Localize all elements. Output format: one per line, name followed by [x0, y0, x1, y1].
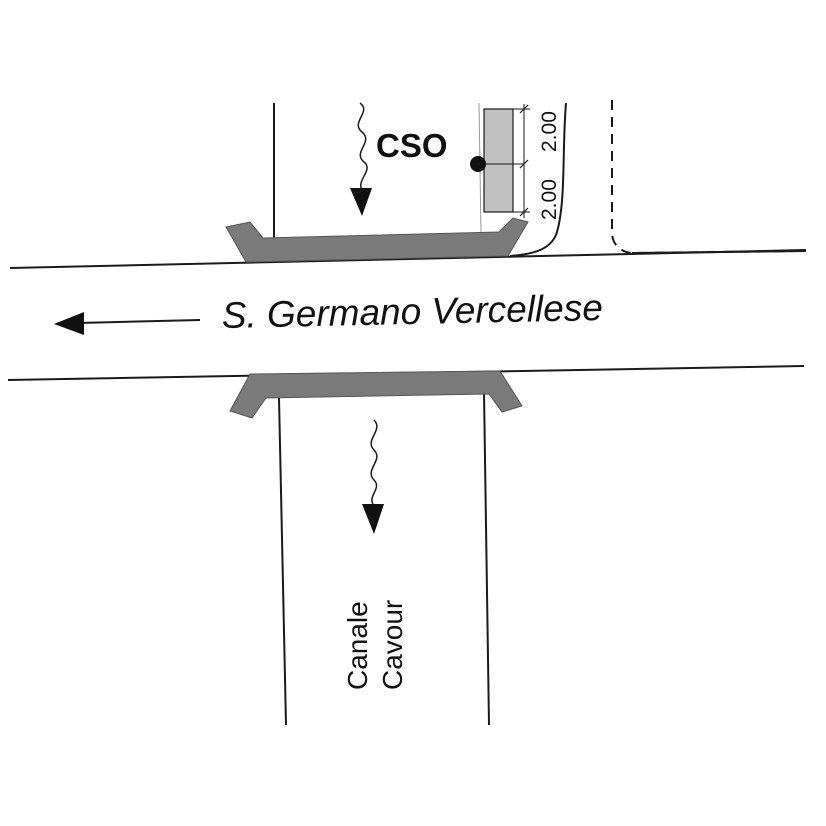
cso-label: CSO: [376, 127, 448, 164]
road-direction-arrow-head: [54, 312, 84, 335]
dimension-label-upper: 2.00: [538, 111, 561, 152]
road-direction-shaft: [77, 319, 201, 324]
flow-wave-north: [357, 102, 368, 191]
side-street-dashed-edge: [611, 100, 807, 255]
side-street-curb: [509, 102, 567, 257]
channel-south-left-wall: [278, 397, 287, 726]
canal-name-line2: Cavour: [377, 600, 408, 690]
dimension-label-lower: 2.00: [538, 179, 561, 220]
canal-name-line1: Canale: [342, 601, 373, 690]
flow-wave-south: [370, 419, 378, 505]
street-edge-east: [631, 250, 807, 254]
road-name-label: S. Germano Vercellese: [221, 287, 603, 336]
flow-arrow-south-head: [362, 504, 384, 534]
bridge-south: [229, 370, 523, 419]
dimension-lines: [513, 104, 530, 218]
channel-south-right-wall: [483, 391, 490, 726]
bridge-north: [225, 217, 529, 263]
cso-tank: [483, 108, 514, 213]
flow-arrow-north-head: [350, 188, 372, 216]
